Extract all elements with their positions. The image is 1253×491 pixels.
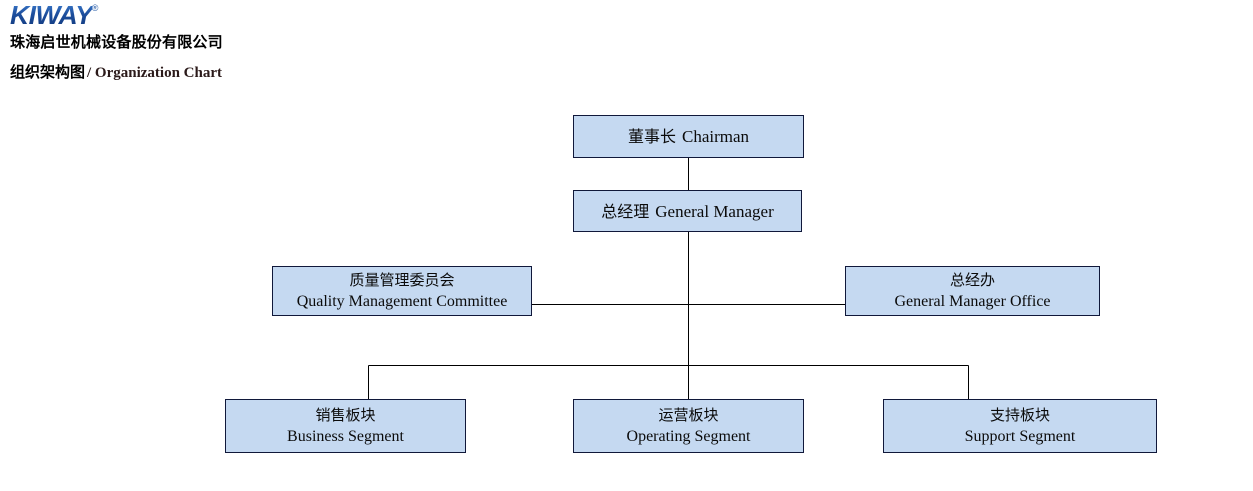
node-chairman-label-en: Chairman [681, 127, 750, 146]
node-general-manager-office[interactable]: 总经办 General Manager Office [845, 266, 1100, 316]
node-general-manager-label-cn: 总经理 [601, 201, 650, 221]
node-support-segment-label-cn: 支持板块 [989, 406, 1050, 424]
kiway-logo: KIWAY ® [10, 2, 98, 28]
logo-wordmark: KIWAY [10, 0, 93, 30]
node-qmc-label-cn: 质量管理委员会 [349, 271, 455, 289]
node-general-manager[interactable]: 总经理 General Manager [573, 190, 802, 232]
company-name: 珠海启世机械设备股份有限公司 [10, 33, 223, 51]
chart-title-cn: 组织架构图 [10, 63, 86, 81]
node-quality-management-committee[interactable]: 质量管理委员会 Quality Management Committee [272, 266, 532, 316]
node-qmc-label-en: Quality Management Committee [296, 293, 508, 310]
node-chairman[interactable]: 董事长 Chairman [573, 115, 804, 158]
node-operating-segment-label-cn: 运营板块 [658, 406, 719, 424]
node-gm-office-label-cn: 总经办 [949, 271, 995, 289]
node-chairman-label-cn: 董事长 [627, 127, 676, 146]
node-support-segment-label-en: Support Segment [964, 428, 1076, 445]
node-general-manager-label-en: General Manager [655, 201, 774, 221]
node-support-segment[interactable]: 支持板块 Support Segment [883, 399, 1157, 453]
node-operating-segment[interactable]: 运营板块 Operating Segment [573, 399, 804, 453]
node-operating-segment-label-en: Operating Segment [626, 428, 751, 445]
page-header: KIWAY ® 珠海启世机械设备股份有限公司 组织架构图/ Organizati… [0, 0, 1253, 95]
chart-title-en: / Organization Chart [87, 65, 223, 81]
node-business-segment-label-en: Business Segment [287, 428, 404, 445]
node-gm-office-label-en: General Manager Office [894, 293, 1051, 310]
node-business-segment-label-cn: 销售板块 [315, 406, 376, 424]
registered-trademark-icon: ® [91, 3, 99, 13]
chart-title: 组织架构图/ Organization Chart [10, 62, 222, 83]
node-business-segment[interactable]: 销售板块 Business Segment [225, 399, 466, 453]
